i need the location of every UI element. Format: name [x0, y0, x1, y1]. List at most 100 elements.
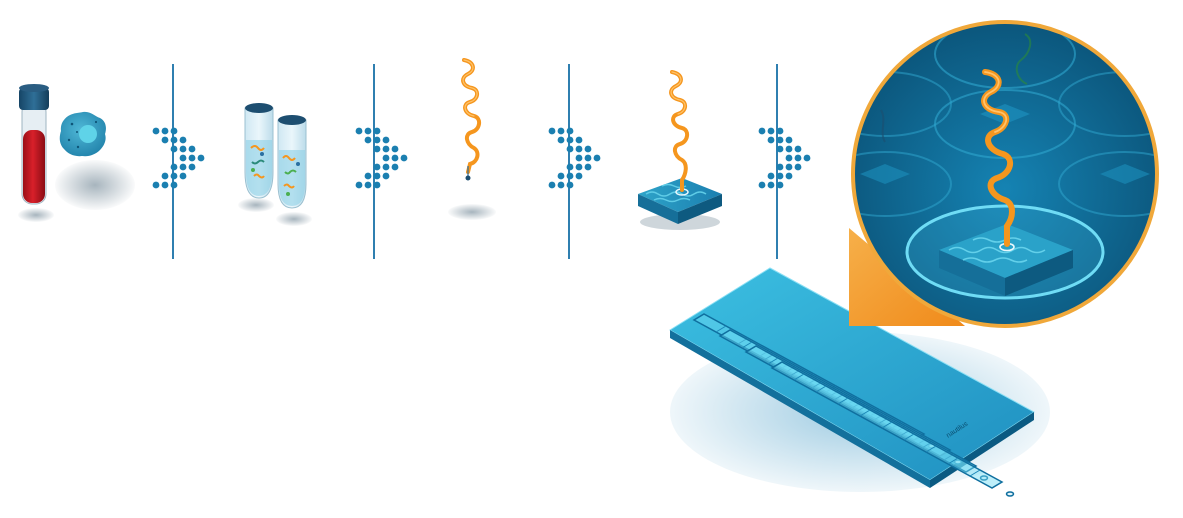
chevron-dot	[364, 127, 372, 135]
chevron-dot	[373, 136, 381, 144]
chevron-dot	[776, 136, 784, 144]
chevron-dot	[548, 127, 556, 135]
chevron-dot	[758, 127, 766, 135]
chevron-dot	[557, 172, 565, 180]
chevron-dot	[584, 145, 592, 153]
chevron-dot	[566, 136, 574, 144]
chip-port	[979, 475, 989, 481]
chevron-dot	[767, 172, 775, 180]
chevron-dot	[758, 181, 766, 189]
chevron-dot	[188, 163, 196, 171]
chevron-dot	[767, 127, 775, 135]
lane-divider	[793, 373, 805, 381]
shadow	[18, 208, 54, 222]
chevron-dot	[548, 181, 556, 189]
step-divider	[568, 64, 570, 259]
chevron-dot	[382, 163, 390, 171]
chevron-dot	[575, 136, 583, 144]
chevron-dot	[794, 145, 802, 153]
lane-divider	[969, 469, 981, 477]
shadow	[238, 198, 274, 212]
chevron-dot	[382, 145, 390, 153]
chevron-dot	[400, 154, 408, 162]
step-divider	[172, 64, 174, 259]
chevron-dot	[785, 172, 793, 180]
lane-divider	[925, 445, 937, 453]
chevron-dot	[373, 172, 381, 180]
chevron-dot	[785, 154, 793, 162]
chevron-dot	[584, 154, 592, 162]
chevron-dot	[373, 181, 381, 189]
chevron-dot	[161, 136, 169, 144]
chevron-dot	[584, 163, 592, 171]
chevron-dot	[170, 136, 178, 144]
chevron-dot	[575, 163, 583, 171]
chevron-dot	[776, 181, 784, 189]
chevron-dot	[391, 154, 399, 162]
chevron-dot	[566, 181, 574, 189]
chevron-dot	[179, 145, 187, 153]
chevron-dot	[794, 154, 802, 162]
chevron-dot	[776, 127, 784, 135]
chevron-dot	[161, 127, 169, 135]
cell-icon	[59, 111, 106, 157]
step-divider	[776, 64, 778, 259]
chevron-dot	[188, 145, 196, 153]
chevron-dot	[785, 163, 793, 171]
shadow	[448, 204, 496, 220]
chevron-dot	[161, 181, 169, 189]
chevron-dot	[170, 145, 178, 153]
chevron-dot	[767, 136, 775, 144]
chevron-dot	[776, 163, 784, 171]
protein-strand-icon	[461, 58, 481, 181]
chevron-dot	[364, 136, 372, 144]
chevron-dot	[373, 145, 381, 153]
chevron-dot	[391, 145, 399, 153]
chevron-dot	[566, 127, 574, 135]
chevron-dot	[391, 163, 399, 171]
chevron-dot	[152, 127, 160, 135]
chevron-dot	[364, 172, 372, 180]
chevron-dot	[373, 163, 381, 171]
chevron-dot	[170, 163, 178, 171]
chevron-dot	[197, 154, 205, 162]
chevron-dot	[382, 136, 390, 144]
protein-tubes-icon	[244, 103, 307, 209]
chevron-dot	[557, 181, 565, 189]
chevron-dot	[794, 163, 802, 171]
lane-divider	[947, 457, 959, 465]
dotted-chevron-icon	[548, 127, 601, 189]
lane-divider	[767, 357, 779, 365]
chevron-dot	[566, 145, 574, 153]
chevron-dot	[776, 145, 784, 153]
chevron-dot	[382, 172, 390, 180]
chevron-dot	[152, 181, 160, 189]
lane-divider	[903, 433, 915, 441]
chevron-dot	[557, 127, 565, 135]
dotted-chevron-icon	[152, 127, 205, 189]
chevron-dot	[188, 154, 196, 162]
lane-divider	[881, 421, 893, 429]
protein-on-substrate-icon	[638, 70, 722, 230]
lane-divider	[837, 397, 849, 405]
chevron-dot	[355, 181, 363, 189]
chevron-dot	[557, 136, 565, 144]
chevron-dot	[373, 127, 381, 135]
chevron-dot	[170, 181, 178, 189]
chevron-dot	[364, 181, 372, 189]
chevron-dot	[785, 136, 793, 144]
chevron-dot	[566, 163, 574, 171]
chevron-dot	[776, 172, 784, 180]
lane-divider	[741, 341, 753, 349]
chevron-dot	[575, 145, 583, 153]
chip-port	[1005, 491, 1015, 497]
chevron-dot	[575, 154, 583, 162]
chevron-dot	[803, 154, 811, 162]
chevron-dot	[593, 154, 601, 162]
flow-cell-chip-icon: nautilus	[669, 267, 1050, 497]
magnified-well-icon	[849, 20, 1159, 328]
chevron-dot	[767, 181, 775, 189]
lane-divider	[859, 409, 871, 417]
chevron-dot	[566, 172, 574, 180]
